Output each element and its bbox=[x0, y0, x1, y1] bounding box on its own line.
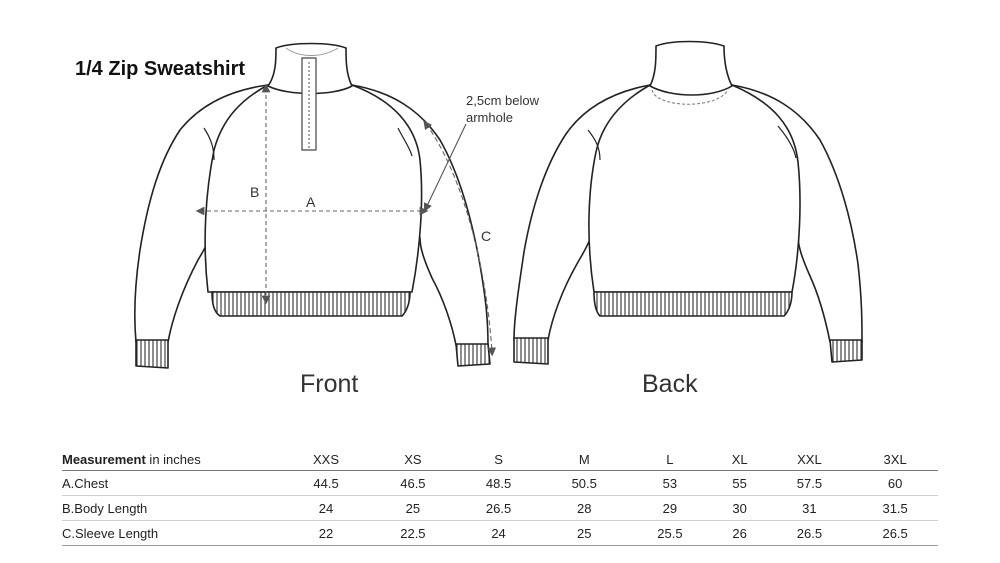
armhole-note-line-2: armhole bbox=[466, 110, 513, 125]
table-header-row: Measurement in inches XXS XS S M L XL XX… bbox=[62, 448, 938, 471]
measurement-header-unit: in inches bbox=[145, 451, 201, 467]
back-sweatshirt-drawing bbox=[513, 40, 863, 365]
label-b: B bbox=[250, 184, 260, 200]
table-cell: 48.5 bbox=[455, 470, 542, 496]
measurement-header-bold: Measurement bbox=[62, 451, 146, 467]
size-chart-table: Measurement in inches XXS XS S M L XL XX… bbox=[62, 448, 938, 546]
size-header: XXS bbox=[282, 448, 371, 471]
table-cell: 22.5 bbox=[370, 520, 456, 546]
row-label: B.Body Length bbox=[62, 495, 282, 521]
table-cell: 25.5 bbox=[627, 520, 713, 546]
table-cell: 26 bbox=[712, 520, 767, 546]
label-a: A bbox=[306, 194, 316, 210]
table-cell: 24 bbox=[282, 495, 371, 521]
size-header: XL bbox=[712, 448, 767, 471]
table-cell: 30 bbox=[712, 495, 767, 521]
product-title: 1/4 Zip Sweatshirt bbox=[75, 58, 246, 80]
table-cell: 26.5 bbox=[766, 520, 853, 546]
size-header: XS bbox=[370, 448, 456, 471]
front-measurement-lines bbox=[195, 83, 497, 357]
table-cell: 44.5 bbox=[282, 470, 371, 496]
table-cell: 31 bbox=[766, 495, 853, 521]
size-header: S bbox=[455, 448, 542, 471]
table-row: A.Chest 44.5 46.5 48.5 50.5 53 55 57.5 6… bbox=[62, 470, 938, 496]
size-header: M bbox=[541, 448, 628, 471]
measurement-header: Measurement in inches bbox=[62, 448, 282, 471]
table-cell: 31.5 bbox=[852, 495, 938, 521]
table-cell: 29 bbox=[627, 495, 713, 521]
table-cell: 25 bbox=[370, 495, 456, 521]
size-header: 3XL bbox=[852, 448, 938, 471]
table-cell: 60 bbox=[852, 470, 938, 496]
back-view-label: Back bbox=[642, 370, 698, 398]
armhole-note: 2,5cm below armhole bbox=[466, 92, 576, 126]
table-cell: 25 bbox=[541, 520, 628, 546]
table-cell: 26.5 bbox=[852, 520, 938, 546]
size-header: L bbox=[627, 448, 713, 471]
table-cell: 53 bbox=[627, 470, 713, 496]
table-row: C.Sleeve Length 22 22.5 24 25 25.5 26 26… bbox=[62, 520, 938, 546]
table-cell: 46.5 bbox=[370, 470, 456, 496]
label-c: C bbox=[481, 228, 492, 244]
row-label: C.Sleeve Length bbox=[62, 520, 282, 546]
table-row: B.Body Length 24 25 26.5 28 29 30 31 31.… bbox=[62, 495, 938, 521]
table-cell: 57.5 bbox=[766, 470, 853, 496]
table-cell: 50.5 bbox=[541, 470, 628, 496]
table-cell: 24 bbox=[455, 520, 542, 546]
row-label: A.Chest bbox=[62, 470, 282, 496]
table-cell: 28 bbox=[541, 495, 628, 521]
table-cell: 55 bbox=[712, 470, 767, 496]
sweatshirt-illustration bbox=[134, 40, 863, 369]
table-cell: 26.5 bbox=[455, 495, 542, 521]
size-header: XXL bbox=[766, 448, 853, 471]
table-cell: 22 bbox=[282, 520, 371, 546]
front-view-label: Front bbox=[300, 370, 359, 398]
armhole-note-line-1: 2,5cm below bbox=[466, 93, 539, 108]
